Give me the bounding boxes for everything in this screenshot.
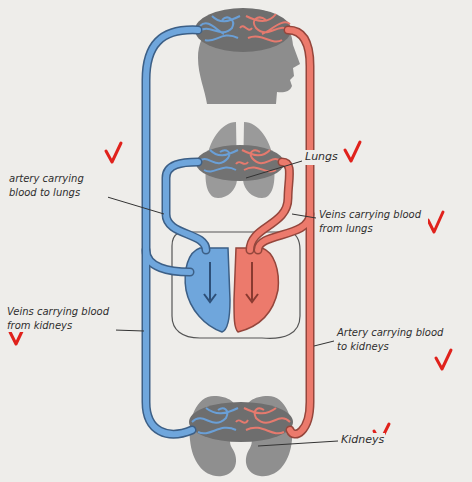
head-capillaries (195, 8, 291, 52)
heart-arrow (246, 262, 258, 302)
part-label: Lungs (304, 150, 339, 165)
part-label: artery carrying blood to lungs (8, 172, 108, 199)
part-label: Kidneys (340, 433, 385, 448)
head-network (198, 14, 290, 42)
kidney-capillaries (189, 402, 293, 442)
part-label: Veins carrying blood from lungs (318, 208, 428, 235)
lung-network (198, 150, 282, 172)
part-label: Veins carrying blood from kidneys (6, 305, 116, 332)
vein-casing (146, 30, 206, 434)
heart-left-side (185, 248, 230, 332)
part-label: Artery carrying blood to kidneys (336, 326, 448, 353)
artery (250, 30, 310, 434)
kidney-network (192, 408, 290, 433)
heart-enclosure (172, 231, 300, 338)
lung-capillaries (196, 145, 284, 181)
artery-casing (250, 30, 310, 434)
heart-arrow (204, 262, 216, 302)
vein (146, 30, 206, 434)
heart-right-side (234, 248, 278, 332)
leader-line (104, 161, 338, 446)
